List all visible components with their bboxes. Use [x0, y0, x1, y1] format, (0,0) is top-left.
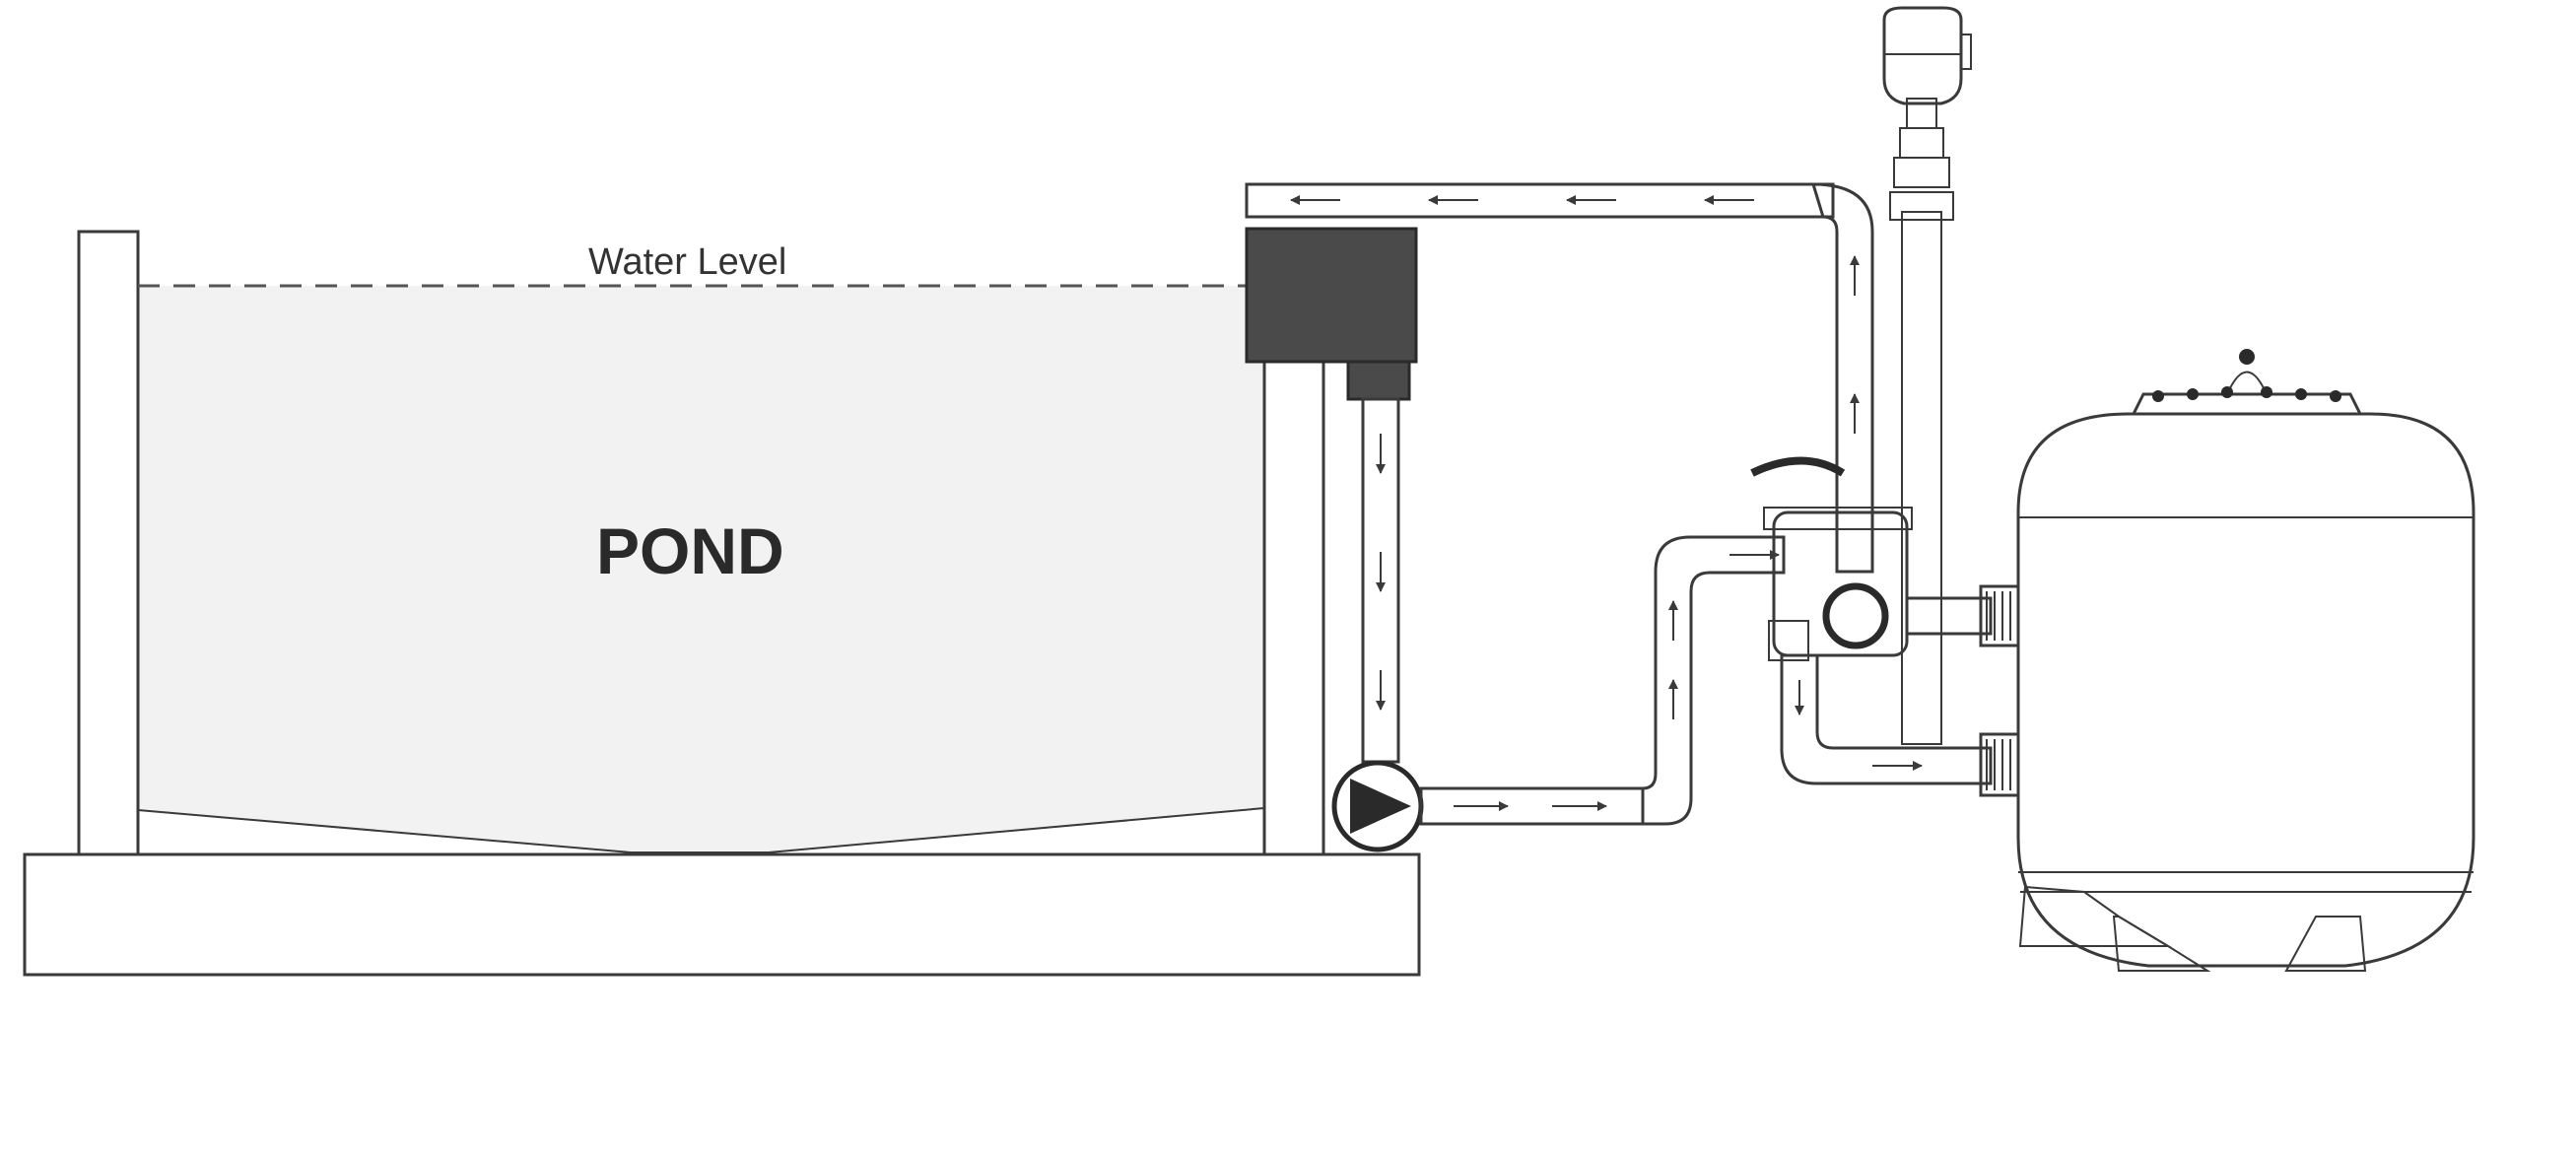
pond-bottom [137, 807, 1265, 853]
pump-riser-pipe [1641, 535, 1786, 826]
air-release-fitting [1889, 191, 1954, 221]
ground-base [23, 852, 1421, 977]
air-release-pipe [1901, 211, 1942, 745]
return-pipe [1245, 182, 1835, 219]
pond-left-wall [77, 230, 140, 856]
filter-lid [2131, 392, 2363, 416]
pond-label: POND [596, 514, 784, 587]
air-release-valve-icon [1882, 6, 1963, 105]
sand-filter-tank-icon [2016, 412, 2475, 968]
skimmer-box-icon [1245, 227, 1418, 364]
valve-filter-upper-pipe [1905, 596, 1993, 636]
water-level-label: Water Level [588, 241, 786, 283]
multiport-valve-icon [1772, 510, 1909, 657]
pond-water [138, 286, 1264, 852]
valve-filter-lower-pipe [1780, 653, 1993, 785]
pond-right-wall [1262, 358, 1325, 856]
skimmer-outlet [1346, 360, 1411, 401]
